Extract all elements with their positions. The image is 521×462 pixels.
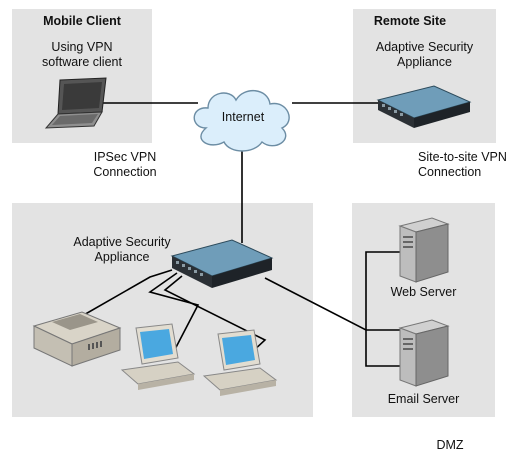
link-asa-printer — [74, 269, 173, 321]
link-dmz-email — [365, 330, 400, 367]
site-to-site-label-1: Site-to-site VPN — [418, 150, 507, 164]
link-dmz-web — [365, 251, 400, 330]
inside-appliance-label-2: Appliance — [94, 250, 150, 264]
mobile-client-desc-2: software client — [42, 55, 122, 69]
security-appliance-icon — [170, 239, 274, 288]
laptop-icon — [44, 77, 107, 129]
security-appliance-icon — [376, 85, 472, 128]
site-to-site-label-2: Connection — [418, 165, 482, 179]
ipsec-label-2: Connection — [93, 165, 157, 179]
workstation-icon — [202, 329, 278, 396]
server-tower-icon — [398, 217, 450, 283]
workstation-icon — [120, 323, 196, 390]
mobile-client-title: Mobile Client — [43, 14, 121, 28]
link-asa-pc2 — [163, 275, 267, 353]
internet-label: Internet — [221, 110, 265, 124]
remote-site-title: Remote Site — [373, 14, 447, 28]
email-server-label: Email Server — [387, 392, 460, 406]
ipsec-label-1: IPSec VPN — [93, 150, 157, 164]
mobile-client-desc-1: Using VPN — [51, 40, 113, 54]
server-tower-icon — [398, 319, 450, 387]
printer-icon — [32, 311, 122, 367]
web-server-label: Web Server — [390, 285, 457, 299]
remote-appliance-label-1: Adaptive Security — [375, 40, 474, 54]
dmz-label: DMZ — [436, 438, 464, 452]
cloud-icon — [193, 90, 290, 152]
remote-appliance-label-2: Appliance — [397, 55, 452, 69]
inside-appliance-label-1: Adaptive Security — [73, 235, 171, 249]
link-asa-pc1 — [148, 272, 200, 356]
